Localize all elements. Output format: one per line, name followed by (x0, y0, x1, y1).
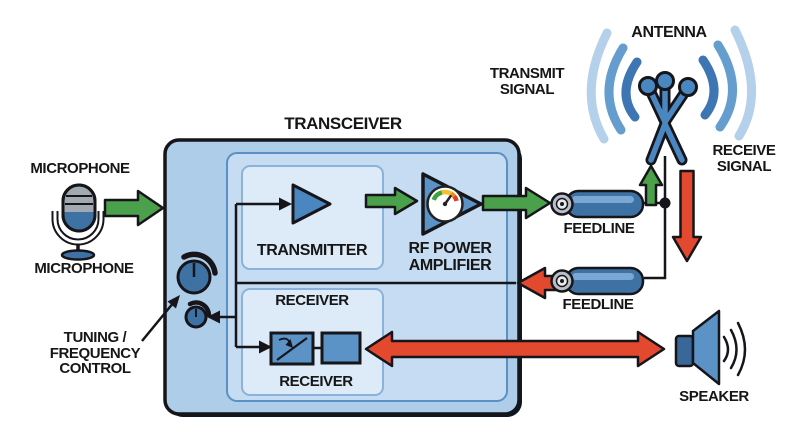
microphone-icon (51, 183, 105, 261)
receive-down-arrow (671, 169, 703, 263)
feedline-icon (550, 189, 645, 219)
knob-arc (181, 251, 218, 276)
feedline-icon (550, 266, 645, 296)
receive-signal-label: RECEIVE SIGNAL (712, 142, 776, 175)
arrowhead (167, 295, 180, 309)
amplifier-triangle-icon (291, 183, 332, 225)
power-gauge-icon (426, 185, 464, 223)
tuning-control-label: TUNING / FREQUENCY CONTROL (49, 329, 141, 377)
rf-power-amplifier-icon (421, 172, 483, 236)
amp-to-feedline-arrow (481, 186, 552, 220)
receiver-label-top: RECEIVER (275, 292, 349, 309)
arrowhead (207, 310, 220, 324)
microphone-label-bottom: MICROPHONE (34, 260, 134, 277)
arrowhead (279, 197, 292, 211)
tuning-pointer-line (141, 301, 175, 342)
arrowhead (285, 339, 293, 348)
receiver-block-icon (269, 331, 362, 366)
transmitter-panel (241, 165, 384, 270)
antenna-icon (586, 25, 757, 166)
microphone-label-top: MICROPHONE (30, 160, 130, 177)
speaker-icon (674, 309, 747, 386)
sound-waves (722, 321, 747, 377)
transceiver-label: TRANSCEIVER (284, 114, 402, 133)
antenna-tip (655, 71, 675, 91)
mic-to-transceiver-arrow (103, 189, 165, 227)
detector-block (320, 331, 362, 365)
receiver-label-bottom: RECEIVER (279, 373, 353, 390)
feedline-label-top: FEEDLINE (563, 220, 635, 237)
feed-wire (644, 156, 667, 280)
feedline-label-bottom: FEEDLINE (562, 296, 634, 313)
knob-arc (187, 300, 212, 318)
rf-power-amplifier-label: RF POWER AMPLIFIER (408, 240, 492, 274)
radio-waves-left (586, 28, 642, 144)
transmit-signal-label: TRANSMIT SIGNAL (489, 65, 565, 98)
receiver-speaker-arrow (364, 330, 666, 368)
tuning-knob-icon (176, 251, 218, 329)
speaker-label: SPEAKER (679, 388, 749, 405)
transmitter-to-amp-arrow (364, 186, 419, 216)
transmit-up-arrow (638, 164, 664, 207)
transmitter-label: TRANSMITTER (256, 242, 368, 259)
antenna-tip (638, 76, 658, 96)
variable-diagonal (276, 337, 308, 361)
antenna-label: ANTENNA (631, 24, 707, 41)
radio-waves-right (698, 25, 757, 141)
junction-dot (659, 197, 671, 209)
antenna-tip (678, 77, 698, 97)
arrowhead (259, 340, 272, 354)
